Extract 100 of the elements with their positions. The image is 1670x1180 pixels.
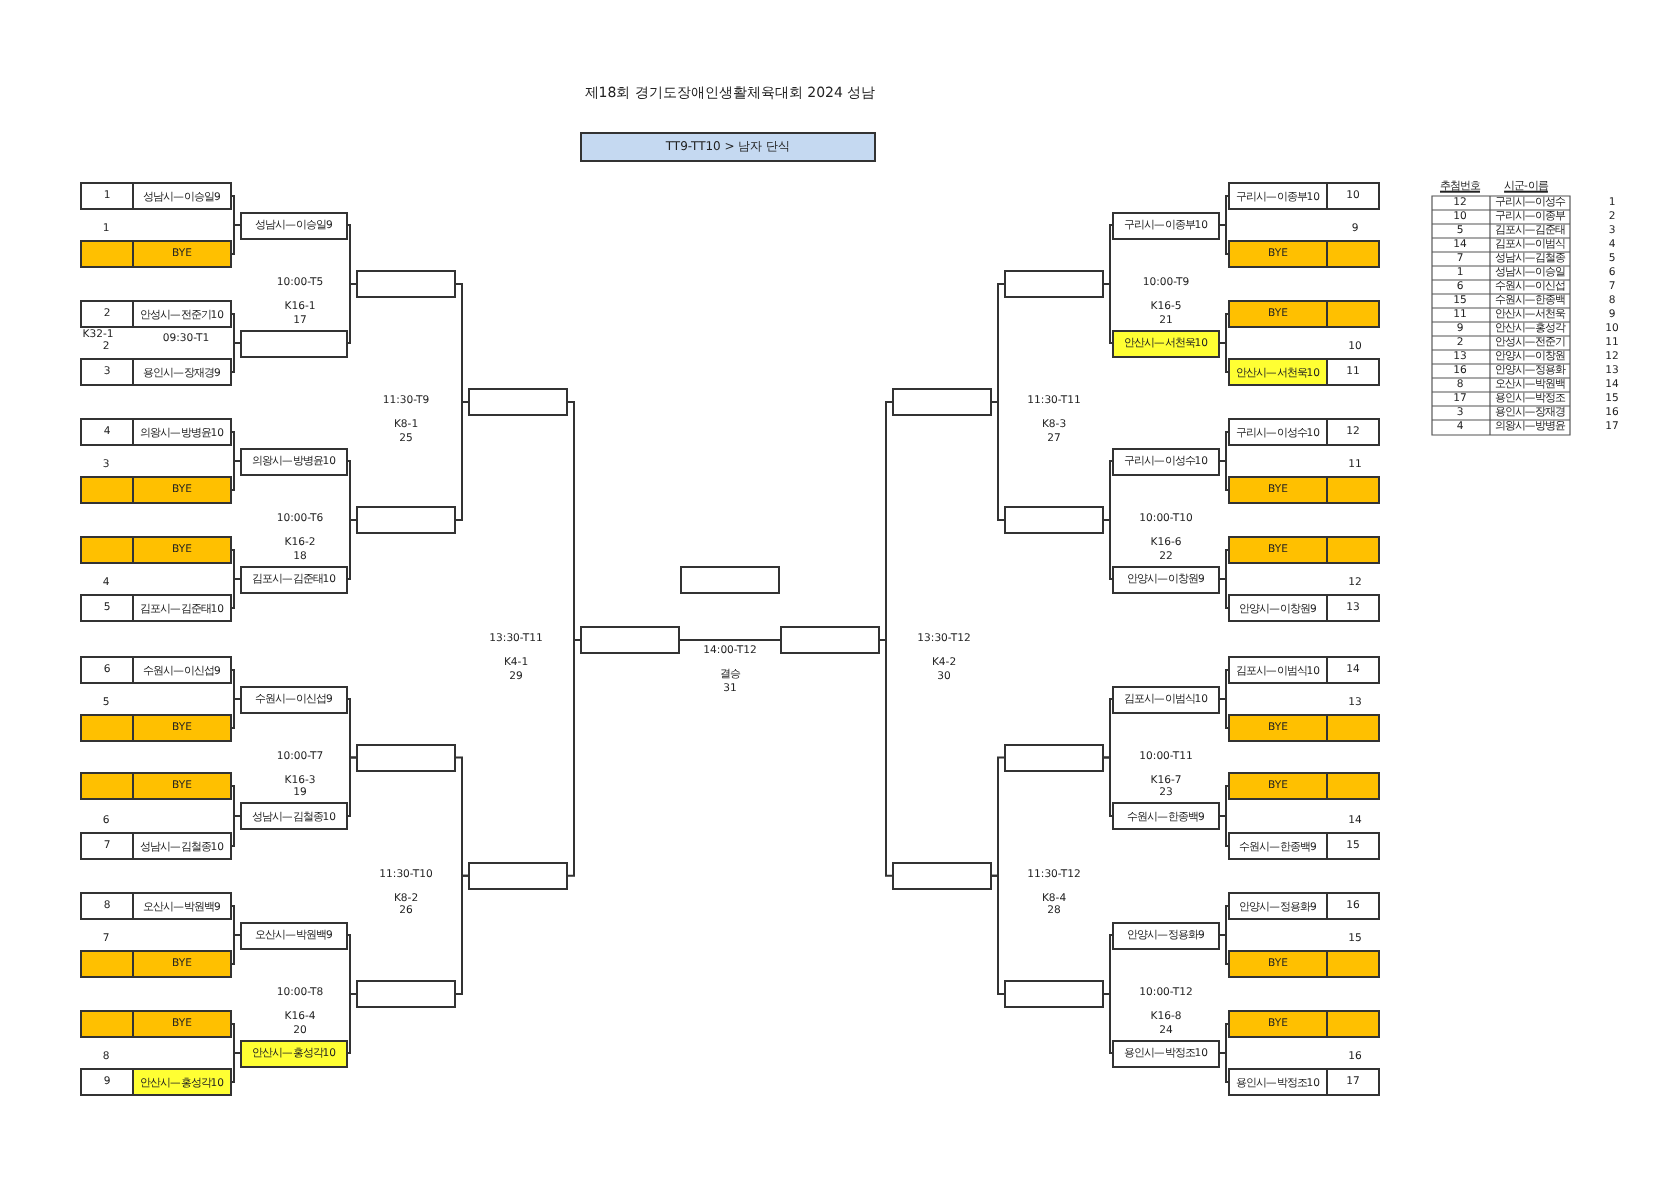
bracket-line [455, 874, 469, 995]
bye-slot [80, 536, 232, 564]
bracket-line [231, 549, 241, 580]
bracket-line [347, 224, 357, 285]
empty-slot [468, 861, 568, 890]
empty-slot [780, 626, 880, 654]
bye-slot [1228, 714, 1380, 742]
empty-slot [1004, 980, 1104, 1008]
entry-box [1228, 656, 1380, 684]
winner-box [1112, 211, 1220, 239]
winner-box [240, 447, 348, 475]
winner-box [1112, 329, 1220, 357]
bracket-line [991, 283, 1005, 403]
bracket-line [347, 460, 357, 521]
entry-box [1228, 594, 1380, 622]
bracket-line [231, 431, 241, 462]
bracket-line [1219, 905, 1229, 936]
empty-slot [1004, 506, 1104, 534]
bye-slot [80, 772, 232, 800]
bracket-line [455, 756, 469, 877]
entry-box [80, 182, 232, 210]
empty-slot [356, 980, 456, 1008]
bye-slot [80, 950, 232, 978]
empty-slot [892, 861, 992, 890]
empty-slot [356, 506, 456, 534]
entry-box [1228, 832, 1380, 860]
bracket-line [231, 1023, 241, 1054]
entry-box [80, 358, 232, 386]
bye-slot [80, 1010, 232, 1038]
empty-slot [680, 566, 780, 594]
winner-box [1112, 802, 1220, 830]
bracket-line [1219, 1023, 1229, 1054]
bracket-line [567, 639, 581, 877]
bye-slot [1228, 772, 1380, 800]
winner-box [240, 802, 348, 830]
entry-box [1228, 182, 1380, 210]
bracket-line [1219, 313, 1229, 344]
winner-box [1112, 921, 1220, 949]
empty-slot [892, 388, 992, 416]
winner-box [1112, 447, 1220, 475]
bye-slot [1228, 1010, 1380, 1038]
entry-box [80, 1068, 232, 1096]
bracket-line [231, 313, 241, 344]
bracket-line [231, 460, 241, 491]
entry-box [1228, 358, 1380, 386]
bracket-line [347, 993, 357, 1054]
bracket-line [231, 785, 241, 817]
title-bar [580, 132, 876, 162]
bracket-line [1103, 698, 1113, 759]
bracket-line [1103, 283, 1113, 344]
bracket-line [347, 756, 357, 817]
bracket-line [679, 639, 781, 641]
bracket-line [1103, 993, 1113, 1054]
bracket-line [1219, 1052, 1229, 1083]
bracket-line [231, 698, 241, 729]
bracket-line [1219, 698, 1229, 729]
bracket-line [1103, 519, 1113, 580]
bye-slot [1228, 476, 1380, 504]
bye-slot [80, 240, 232, 268]
bye-slot [80, 476, 232, 504]
bracket-line [991, 401, 1005, 521]
entry-box [1228, 1068, 1380, 1096]
bracket-line [455, 283, 469, 403]
bracket-line [1219, 342, 1229, 373]
bracket-line [347, 519, 357, 580]
bracket-line [879, 401, 893, 641]
bracket-line [1219, 224, 1229, 255]
winner-box [1112, 1039, 1220, 1067]
entry-box [80, 656, 232, 684]
bracket-line [1219, 815, 1229, 847]
entry-box [1228, 418, 1380, 446]
winner-box [240, 685, 348, 713]
bracket-line [1219, 549, 1229, 580]
bracket-line [231, 815, 241, 847]
bracket-line [1219, 195, 1229, 226]
winner-box [240, 211, 348, 239]
bracket-line [991, 874, 1005, 995]
winner-box [240, 565, 348, 593]
winner-box [240, 1039, 348, 1067]
empty-slot [1004, 743, 1104, 772]
bye-slot [1228, 300, 1380, 328]
bracket-line [1219, 578, 1229, 609]
bracket-line [455, 401, 469, 521]
empty-slot [468, 388, 568, 416]
bracket-line [347, 283, 357, 344]
bracket-line [1103, 224, 1113, 285]
bye-slot [1228, 240, 1380, 268]
bracket-line [1219, 669, 1229, 700]
entry-box [80, 892, 232, 920]
bracket-line [231, 224, 241, 255]
bracket-line [347, 934, 357, 995]
bracket-line [879, 639, 893, 877]
bracket-line [1103, 934, 1113, 995]
bracket-line [231, 195, 241, 226]
bye-slot [80, 714, 232, 742]
entry-box [80, 594, 232, 622]
bracket-line [347, 698, 357, 759]
entry-box [80, 832, 232, 860]
bracket-line [231, 342, 241, 373]
empty-slot [580, 626, 680, 654]
